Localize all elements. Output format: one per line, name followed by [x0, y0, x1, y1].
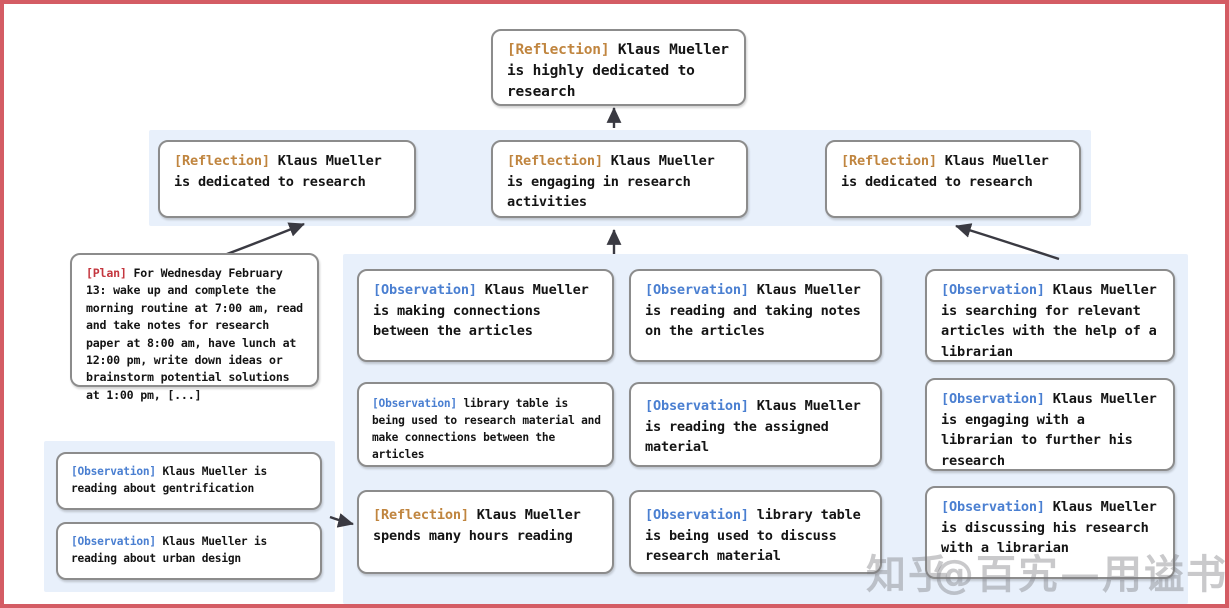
reflection-right-body: Klaus Mueller is dedicated to research: [841, 153, 1057, 190]
reflection-middle-text: [Reflection] Klaus Mueller is engaging i…: [507, 151, 734, 213]
reflection-tag: [Reflection]: [507, 42, 610, 58]
obs-engaging-librarian-text: [Observation] Klaus Mueller is engaging …: [941, 389, 1161, 471]
reflection-node-many-hours[interactable]: [Reflection] Klaus Mueller spends many h…: [357, 490, 614, 574]
obs-library-table-discuss-text: [Observation] library table is being use…: [645, 505, 868, 567]
observation-node-engaging-librarian[interactable]: [Observation] Klaus Mueller is engaging …: [925, 378, 1175, 471]
obs-library-table-connections-text: [Observation] library table is being use…: [372, 395, 604, 463]
observation-node-searching-articles[interactable]: [Observation] Klaus Mueller is searching…: [925, 269, 1175, 362]
root-reflection-text: [Reflection] Klaus Mueller is highly ded…: [507, 40, 732, 103]
obs-urban-design-body: Klaus Mueller is reading about urban des…: [71, 535, 274, 565]
observation-tag: [Observation]: [372, 397, 457, 410]
plan-text: [Plan] For Wednesday February 13: wake u…: [86, 265, 307, 404]
reflection-many-hours-body: Klaus Mueller spends many hours reading: [373, 507, 589, 544]
observation-node-library-table-connections[interactable]: [Observation] library table is being use…: [357, 382, 614, 467]
plan-tag: [Plan]: [86, 266, 127, 280]
reflection-node-middle[interactable]: [Reflection] Klaus Mueller is engaging i…: [491, 140, 748, 218]
observation-node-urban-design[interactable]: [Observation] Klaus Mueller is reading a…: [56, 522, 322, 580]
observation-node-discussing-research[interactable]: [Observation] Klaus Mueller is discussin…: [925, 486, 1175, 579]
obs-searching-articles-text: [Observation] Klaus Mueller is searching…: [941, 280, 1161, 362]
observation-tag: [Observation]: [645, 398, 749, 414]
observation-tag: [Observation]: [941, 282, 1045, 298]
obs-library-table-connections-body: library table is being used to research …: [372, 397, 608, 461]
observation-tag: [Observation]: [71, 465, 156, 478]
obs-reading-taking-notes-text: [Observation] Klaus Mueller is reading a…: [645, 280, 868, 342]
root-reflection-node[interactable]: [Reflection] Klaus Mueller is highly ded…: [491, 29, 746, 106]
reflection-node-left[interactable]: [Reflection] Klaus Mueller is dedicated …: [158, 140, 416, 218]
observation-node-making-connections[interactable]: [Observation] Klaus Mueller is making co…: [357, 269, 614, 362]
observation-tag: [Observation]: [373, 282, 477, 298]
obs-assigned-material-body: Klaus Mueller is reading the assigned ma…: [645, 398, 869, 455]
obs-searching-articles-body: Klaus Mueller is searching for relevant …: [941, 282, 1165, 360]
obs-engaging-librarian-body: Klaus Mueller is engaging with a librari…: [941, 391, 1165, 469]
obs-reading-taking-notes-body: Klaus Mueller is reading and taking note…: [645, 282, 869, 339]
root-reflection-body: Klaus Mueller is highly dedicated to res…: [507, 42, 738, 100]
observation-tag: [Observation]: [645, 282, 749, 298]
observation-node-assigned-material[interactable]: [Observation] Klaus Mueller is reading t…: [629, 382, 882, 467]
reflection-left-text: [Reflection] Klaus Mueller is dedicated …: [174, 151, 402, 192]
observation-tag: [Observation]: [71, 535, 156, 548]
reflection-tag: [Reflection]: [841, 153, 937, 169]
reflection-tag: [Reflection]: [174, 153, 270, 169]
reflection-node-right[interactable]: [Reflection] Klaus Mueller is dedicated …: [825, 140, 1081, 218]
obs-library-table-discuss-body: library table is being used to discuss r…: [645, 507, 869, 564]
obs-gentrification-body: Klaus Mueller is reading about gentrific…: [71, 465, 274, 495]
observation-tag: [Observation]: [645, 507, 749, 523]
reflection-left-body: Klaus Mueller is dedicated to research: [174, 153, 390, 190]
reflection-many-hours-text: [Reflection] Klaus Mueller spends many h…: [373, 505, 600, 546]
obs-discussing-research-text: [Observation] Klaus Mueller is discussin…: [941, 497, 1161, 559]
reflection-right-text: [Reflection] Klaus Mueller is dedicated …: [841, 151, 1067, 192]
obs-assigned-material-text: [Observation] Klaus Mueller is reading t…: [645, 396, 868, 458]
observation-node-library-table-discuss[interactable]: [Observation] library table is being use…: [629, 490, 882, 574]
obs-making-connections-text: [Observation] Klaus Mueller is making co…: [373, 280, 600, 342]
obs-gentrification-text: [Observation] Klaus Mueller is reading a…: [71, 463, 312, 497]
obs-discussing-research-body: Klaus Mueller is discussing his research…: [941, 499, 1165, 556]
plan-node[interactable]: [Plan] For Wednesday February 13: wake u…: [70, 253, 319, 402]
reflection-tag: [Reflection]: [373, 507, 469, 523]
observation-tag: [Observation]: [941, 499, 1045, 515]
obs-making-connections-body: Klaus Mueller is making connections betw…: [373, 282, 597, 339]
reflection-middle-body: Klaus Mueller is engaging in research ac…: [507, 153, 723, 210]
observation-tag: [Observation]: [941, 391, 1045, 407]
plan-body: For Wednesday February 13: wake up and c…: [86, 266, 310, 402]
obs-urban-design-text: [Observation] Klaus Mueller is reading a…: [71, 533, 312, 567]
reflection-tag: [Reflection]: [507, 153, 603, 169]
observation-node-reading-taking-notes[interactable]: [Observation] Klaus Mueller is reading a…: [629, 269, 882, 362]
observation-node-gentrification[interactable]: [Observation] Klaus Mueller is reading a…: [56, 452, 322, 510]
